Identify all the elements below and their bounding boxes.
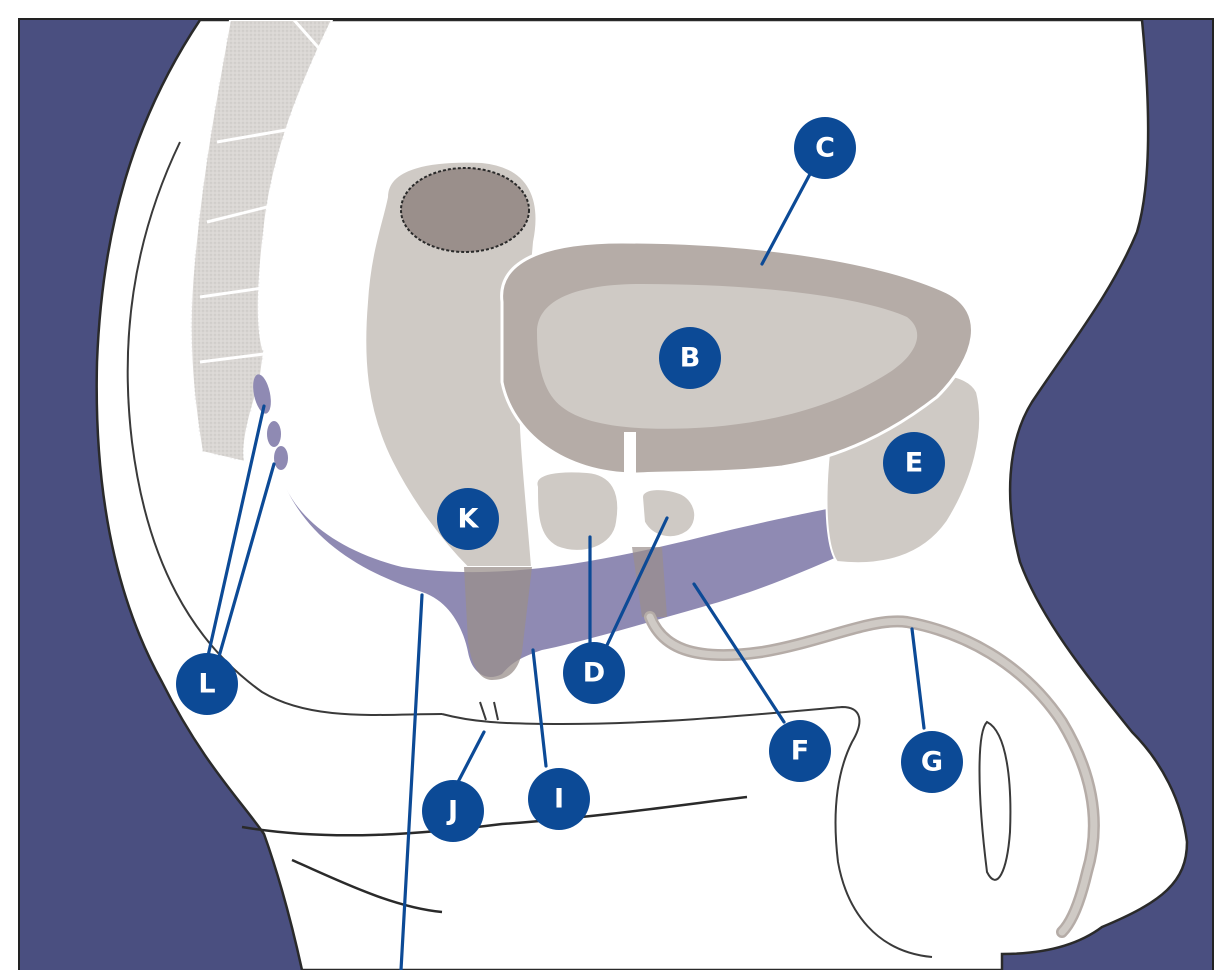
svg-text:K: K: [458, 504, 480, 535]
diagram-frame: C B E K D L F G I J: [18, 18, 1214, 970]
svg-text:I: I: [554, 784, 564, 815]
svg-text:D: D: [583, 658, 605, 689]
pelvic-anatomy-diagram: C B E K D L F G I J: [20, 20, 1212, 970]
seminal-vesicle: [536, 471, 618, 550]
marker-C: C: [794, 117, 856, 179]
svg-text:B: B: [680, 343, 701, 374]
marker-G: G: [901, 731, 963, 793]
marker-E: E: [883, 432, 945, 494]
marker-I: I: [528, 768, 590, 830]
svg-text:L: L: [198, 669, 215, 700]
svg-text:E: E: [905, 448, 923, 479]
svg-text:C: C: [815, 133, 835, 164]
marker-J: J: [422, 780, 484, 842]
svg-text:J: J: [446, 796, 458, 827]
svg-text:G: G: [921, 747, 943, 778]
prostate: [642, 489, 695, 537]
marker-F: F: [769, 720, 831, 782]
urethra-internal: [624, 432, 636, 482]
marker-B: B: [659, 327, 721, 389]
marker-K: K: [437, 488, 499, 550]
marker-D: D: [563, 642, 625, 704]
svg-text:F: F: [791, 736, 809, 767]
rectum-lumen: [401, 168, 529, 252]
marker-L: L: [176, 653, 238, 715]
